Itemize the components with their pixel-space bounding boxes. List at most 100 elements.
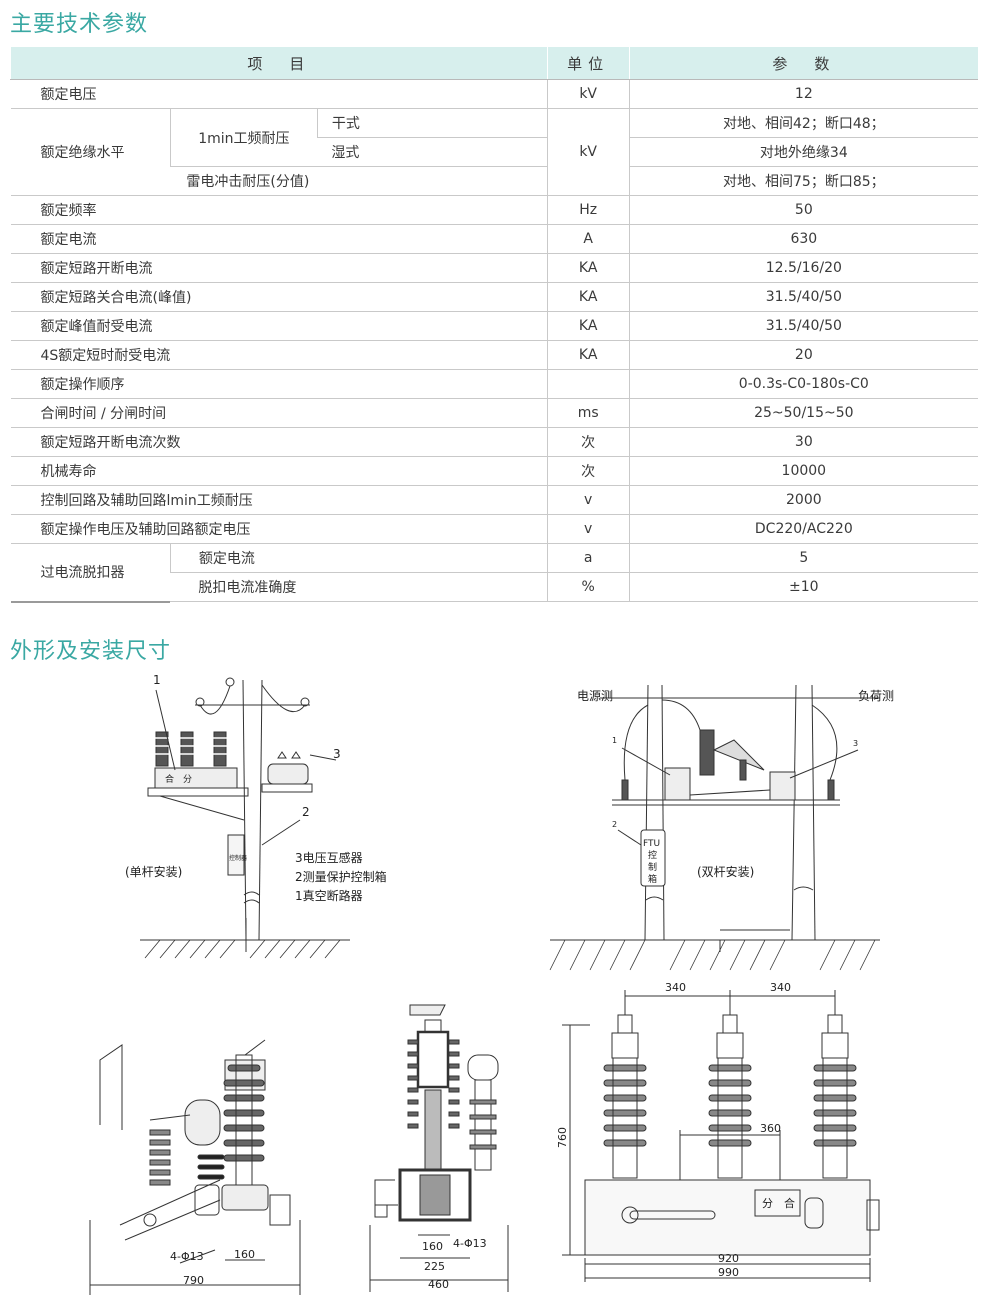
row-value: 25~50/15~50 bbox=[628, 398, 978, 428]
single-switch-label: 合 分 bbox=[165, 773, 192, 785]
row-label: 过电流脱扣器 bbox=[10, 543, 171, 603]
row-value: 对地外绝缘34 bbox=[628, 137, 978, 167]
row-unit: kV bbox=[546, 108, 630, 196]
row-label: 合闸时间 / 分闸时间 bbox=[10, 398, 548, 428]
row-label: 额定操作顺序 bbox=[10, 369, 548, 399]
row-label: 额定操作电压及辅助回路额定电压 bbox=[10, 514, 548, 544]
table-row: 机械寿命 次 10000 bbox=[10, 456, 978, 486]
row-unit: 次 bbox=[546, 456, 630, 486]
row-label: 额定峰值耐受电流 bbox=[10, 311, 548, 341]
legend-1: 1真空断路器 bbox=[295, 888, 363, 903]
row-value: 50 bbox=[628, 195, 978, 225]
double-num-3: 3 bbox=[853, 739, 858, 748]
front-dim-990: 990 bbox=[718, 1266, 739, 1279]
row-label: 额定短路关合电流(峰值) bbox=[10, 282, 548, 312]
table-row: 湿式 对地外绝缘34 bbox=[11, 137, 978, 167]
row-unit: KA bbox=[546, 282, 630, 312]
load-side-label: 负荷测 bbox=[858, 689, 894, 703]
table-row: 额定绝缘水平 1min工频耐压 干式 kV 对地、相间42；断口48； bbox=[10, 108, 978, 196]
row-sublabel: 雷电冲击耐压(分值) bbox=[170, 166, 548, 196]
front-dim-340a: 340 bbox=[665, 981, 686, 994]
row-sublabel: 脱扣电流准确度 bbox=[170, 572, 548, 602]
section-title-specs: 主要技术参数 bbox=[10, 12, 149, 37]
section-title-dimensions: 外形及安装尺寸 bbox=[10, 639, 172, 664]
row-sublabel: 额定电流 bbox=[169, 543, 548, 573]
source-side-label: 电源测 bbox=[577, 689, 613, 703]
row-value: 31.5/40/50 bbox=[628, 311, 978, 341]
table-row: 额定短路开断电流次数 次 30 bbox=[10, 427, 978, 457]
header-item: 项 目 bbox=[10, 47, 548, 80]
header-param: 参 数 bbox=[628, 47, 978, 80]
side-dim-bolt: 4-Φ13 bbox=[170, 1250, 204, 1263]
row-sublabel: 1min工频耐压 bbox=[169, 108, 318, 167]
table-row: 4S额定短时耐受电流 KA 20 bbox=[10, 340, 978, 370]
section-dim-160: 160 bbox=[422, 1240, 443, 1253]
row-value: 5 bbox=[628, 543, 978, 573]
table-row: 额定电压 kV 12 bbox=[10, 79, 978, 109]
row-unit: v bbox=[546, 514, 630, 544]
front-view-drawing bbox=[562, 990, 880, 1282]
row-unit bbox=[546, 369, 630, 399]
table-row: 额定频率 Hz 50 bbox=[10, 195, 978, 225]
table-row: 控制回路及辅助回路lmin工频耐压 v 2000 bbox=[10, 485, 978, 515]
row-unit: a bbox=[546, 543, 630, 573]
spec-table: 项 目 单位 参 数 额定电压 kV 12 额定绝缘水平 1min工频耐压 干式… bbox=[10, 47, 978, 603]
row-value: 31.5/40/50 bbox=[628, 282, 978, 312]
double-num-2: 2 bbox=[612, 820, 617, 829]
row-value: 30 bbox=[628, 427, 978, 457]
row-unit: A bbox=[546, 224, 630, 254]
double-num-1: 1 bbox=[612, 736, 617, 745]
row-value: 0-0.3s-C0-180s-C0 bbox=[628, 369, 978, 399]
row-value: 对地、相间42；断口48； bbox=[628, 108, 978, 138]
front-dim-360: 360 bbox=[760, 1122, 781, 1135]
row-sublabel: 干式 bbox=[316, 108, 548, 138]
single-pole-drawing bbox=[140, 677, 350, 959]
table-row: 合闸时间 / 分闸时间 ms 25~50/15~50 bbox=[10, 398, 978, 428]
double-pole-drawing bbox=[549, 684, 880, 971]
table-row: 过电流脱扣器 额定电流 a 5 bbox=[10, 543, 978, 603]
row-sublabel: 湿式 bbox=[317, 137, 548, 167]
row-label: 额定短路开断电流 bbox=[10, 253, 548, 283]
single-box-label: 控制器 bbox=[229, 854, 247, 862]
front-panel-label: 分 合 bbox=[762, 1196, 795, 1210]
front-dim-920: 920 bbox=[718, 1252, 739, 1265]
row-value: 12.5/16/20 bbox=[628, 253, 978, 283]
single-num-1: 1 bbox=[153, 673, 161, 687]
table-row: 额定峰值耐受电流 KA 31.5/40/50 bbox=[10, 311, 978, 341]
table-row: 脱扣电流准确度 % ±10 bbox=[11, 572, 978, 602]
single-num-3: 3 bbox=[333, 747, 341, 761]
front-dim-340b: 340 bbox=[770, 981, 791, 994]
row-unit: 次 bbox=[546, 427, 630, 457]
row-label: 额定短路开断电流次数 bbox=[10, 427, 548, 457]
legend-3: 3电压互感器 bbox=[295, 850, 363, 865]
single-caption: (单杆安装) bbox=[125, 864, 182, 879]
drawings-area: 1 2 3 合 分 控制器 (单杆安装) 3电压互感器 2测量保护控制箱 1真空… bbox=[89, 673, 894, 1295]
row-unit: ms bbox=[546, 398, 630, 428]
row-label: 额定电流 bbox=[10, 224, 548, 254]
ftu-label-3: 制 bbox=[648, 861, 657, 873]
row-value: 12 bbox=[628, 79, 978, 109]
row-label: 额定频率 bbox=[10, 195, 548, 225]
row-value: 10000 bbox=[628, 456, 978, 486]
table-header: 项 目 单位 参 数 bbox=[10, 47, 978, 80]
row-label: 控制回路及辅助回路lmin工频耐压 bbox=[10, 485, 548, 515]
row-label: 额定电压 bbox=[10, 79, 548, 109]
row-value: DC220/AC220 bbox=[628, 514, 978, 544]
ftu-label-4: 箱 bbox=[648, 873, 657, 885]
double-caption: (双杆安装) bbox=[697, 864, 754, 879]
table-row: 额定短路关合电流(峰值) KA 31.5/40/50 bbox=[10, 282, 978, 312]
row-label: 4S额定短时耐受电流 bbox=[10, 340, 548, 370]
row-unit: v bbox=[546, 485, 630, 515]
table-row: 额定操作电压及辅助回路额定电压 v DC220/AC220 bbox=[10, 514, 978, 544]
row-value: 20 bbox=[628, 340, 978, 370]
table-row: 雷电冲击耐压(分值) 对地、相间75；断口85； bbox=[11, 166, 978, 196]
ftu-label-1: FTU bbox=[643, 839, 660, 849]
single-num-2: 2 bbox=[302, 805, 310, 819]
row-unit: % bbox=[546, 572, 630, 602]
section-dim-460: 460 bbox=[428, 1278, 449, 1291]
row-value: 对地、相间75；断口85； bbox=[628, 166, 978, 196]
side-dim-160: 160 bbox=[234, 1248, 255, 1261]
row-label: 额定绝缘水平 bbox=[10, 108, 171, 196]
table-row: 额定操作顺序 0-0.3s-C0-180s-C0 bbox=[10, 369, 978, 399]
row-value: 630 bbox=[628, 224, 978, 254]
